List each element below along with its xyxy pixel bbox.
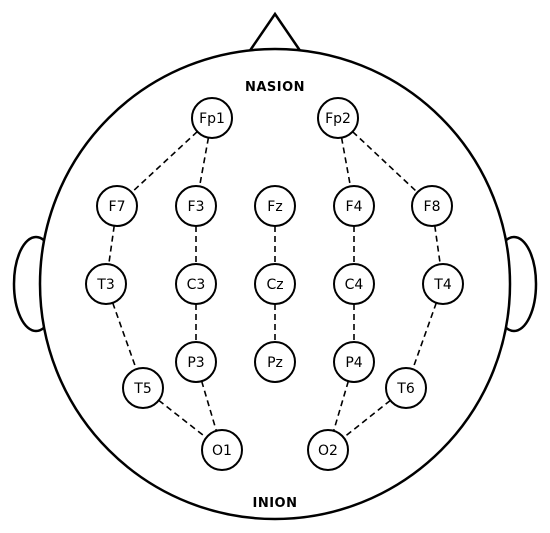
electrode-circle — [317, 97, 359, 139]
electrode-fz: Fz — [254, 185, 296, 227]
electrode-c4: C4 — [333, 263, 375, 305]
connection-fp2-f4 — [340, 137, 352, 187]
electrode-label: F4 — [346, 199, 363, 215]
electrode-circle — [333, 185, 375, 227]
electrode-t5: T5 — [122, 367, 164, 409]
electrode-circle — [411, 185, 453, 227]
electrode-label: Pz — [267, 355, 283, 371]
nose-marker — [246, 11, 304, 54]
electrode-circle — [422, 263, 464, 305]
electrode-circle — [96, 185, 138, 227]
electrode-label: C4 — [345, 277, 364, 293]
electrode-pz: Pz — [254, 341, 296, 383]
electrode-label: T6 — [396, 381, 415, 397]
electrode-label: T3 — [96, 277, 114, 293]
electrode-label: T4 — [433, 277, 452, 293]
electrode-label: Cz — [266, 277, 283, 293]
electrode-f7: F7 — [96, 185, 138, 227]
electrode-fp1: Fp1 — [191, 97, 233, 139]
inion-label: INION — [253, 496, 298, 511]
electrode-label: O1 — [212, 443, 232, 459]
electrode-circle — [385, 367, 427, 409]
connection-fp1-f7 — [131, 131, 198, 193]
electrode-t6: T6 — [385, 367, 427, 409]
electrode-cz: Cz — [254, 263, 296, 305]
electrode-circle — [175, 185, 217, 227]
connection-t4-t6 — [411, 302, 438, 370]
electrode-o2: O2 — [307, 429, 349, 471]
electrode-circle — [201, 429, 243, 471]
electrode-label: C3 — [187, 277, 206, 293]
electrode-f3: F3 — [175, 185, 217, 227]
electrode-c3: C3 — [175, 263, 217, 305]
electrode-label: Fp1 — [199, 111, 225, 127]
electrode-circle — [254, 185, 296, 227]
electrode-circle — [191, 97, 233, 139]
connection-f7-t3 — [108, 225, 115, 265]
electrode-label: F3 — [188, 199, 205, 215]
electrode-circle — [333, 341, 375, 383]
electrode-circle — [122, 367, 164, 409]
connection-p3-o1 — [200, 380, 218, 432]
electrode-circle — [175, 263, 217, 305]
electrode-label: P4 — [345, 355, 362, 371]
connection-p4-o2 — [332, 380, 350, 432]
electrode-connections — [108, 131, 441, 439]
electrode-circle — [254, 341, 296, 383]
electrode-f8: F8 — [411, 185, 453, 227]
electrode-p3: P3 — [175, 341, 217, 383]
electrode-fp2: Fp2 — [317, 97, 359, 139]
electrode-circle — [175, 341, 217, 383]
connection-fp1-f3 — [198, 137, 210, 187]
electrode-p4: P4 — [333, 341, 375, 383]
connection-t5-o1 — [158, 399, 207, 439]
electrode-circle — [254, 263, 296, 305]
electrode-circle — [333, 263, 375, 305]
electrode-label: P3 — [187, 355, 204, 371]
electrode-label: O2 — [318, 443, 338, 459]
electrode-t4: T4 — [422, 263, 464, 305]
electrode-circle — [85, 263, 127, 305]
electrode-o1: O1 — [201, 429, 243, 471]
electrode-label: F7 — [109, 199, 126, 215]
electrode-label: Fz — [267, 199, 282, 215]
electrode-label: F8 — [424, 199, 441, 215]
electrode-t3: T3 — [85, 263, 127, 305]
electrode-label: T5 — [133, 381, 151, 397]
connection-f8-t4 — [434, 225, 441, 265]
connection-fp2-f8 — [352, 131, 418, 193]
electrode-label: Fp2 — [325, 111, 351, 127]
nasion-label: NASION — [245, 80, 305, 95]
electrode-circle — [307, 429, 349, 471]
electrode-f4: F4 — [333, 185, 375, 227]
connection-t3-t5 — [111, 302, 138, 370]
